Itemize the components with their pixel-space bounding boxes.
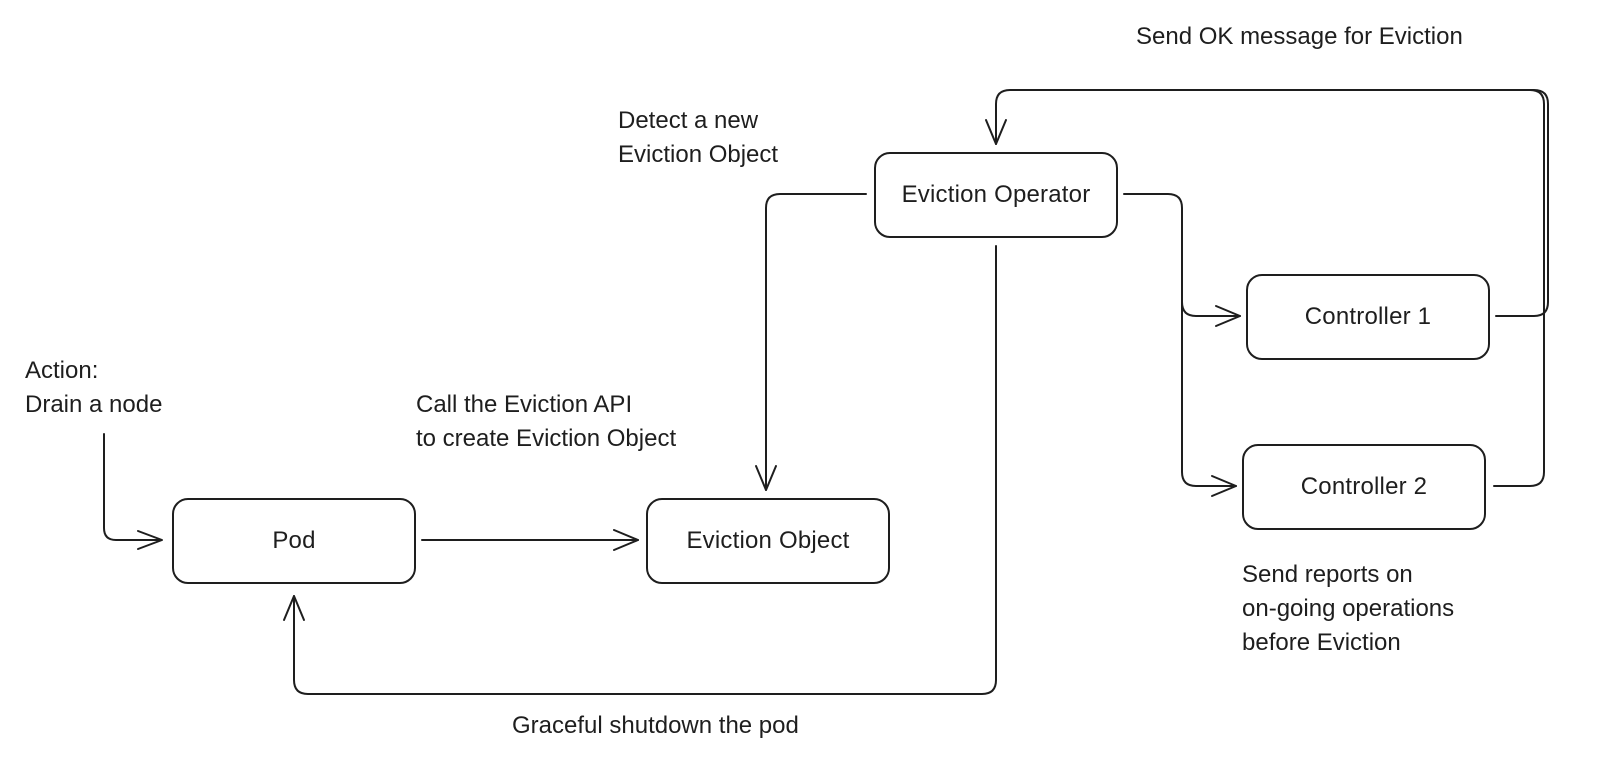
- eviction-object-label: Eviction Object: [686, 527, 850, 554]
- arrowhead-controller1: [1215, 305, 1241, 327]
- eviction-operator-node: Eviction Operator: [874, 152, 1118, 238]
- send-ok-label: Send OK message for Eviction: [1136, 23, 1463, 50]
- controller1-node: Controller 1: [1246, 274, 1490, 360]
- controller2-node: Controller 2: [1242, 444, 1486, 530]
- arrowhead-pod-left: [137, 530, 163, 550]
- controller1-label: Controller 1: [1304, 303, 1432, 330]
- arrowhead-controller2: [1211, 475, 1237, 497]
- pod-label: Pod: [272, 527, 316, 554]
- arrowhead-operator-top: [985, 119, 1007, 145]
- pod-node: Pod: [172, 498, 416, 584]
- arrow-action-to-pod: [103, 433, 161, 541]
- action-label: Action: Drain a node: [25, 357, 163, 418]
- detect-label: Detect a new Eviction Object: [618, 107, 779, 168]
- controller2-label: Controller 2: [1300, 473, 1428, 500]
- arrowhead-eviction-object: [613, 529, 639, 551]
- arrow-operator-to-controller2: [1181, 299, 1237, 487]
- arrowhead-eviction-object-top: [755, 465, 777, 491]
- arrowhead-pod-bottom: [283, 595, 305, 621]
- eviction-object-node: Eviction Object: [646, 498, 890, 584]
- arrow-operator-to-controller1: [1123, 193, 1241, 317]
- arrow-operator-to-eviction-object: [765, 193, 867, 491]
- call-api-label: Call the Eviction API to create Eviction…: [416, 391, 677, 452]
- arrow-operator-to-pod: [293, 245, 997, 695]
- send-reports-label: Send reports on on-going operations befo…: [1242, 561, 1455, 656]
- graceful-shutdown-label: Graceful shutdown the pod: [512, 712, 799, 739]
- eviction-operator-label: Eviction Operator: [901, 181, 1091, 208]
- arrow-controller2-to-operator: [1493, 89, 1545, 487]
